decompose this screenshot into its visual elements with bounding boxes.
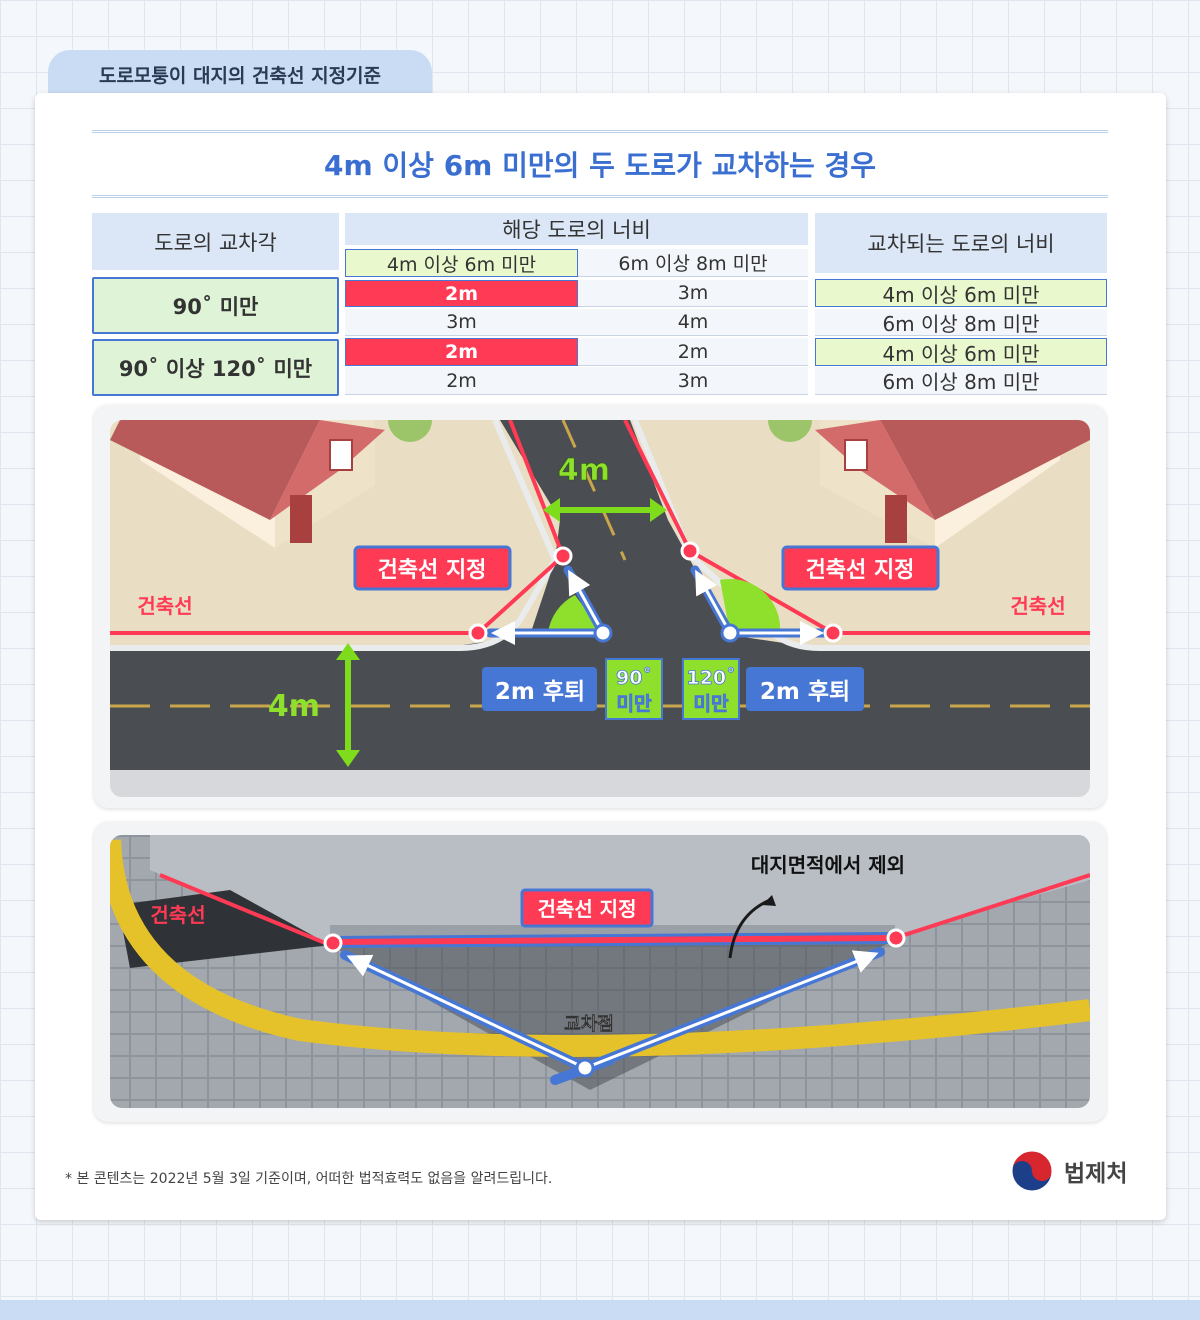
designation-label-right: 건축선 지정 [806, 558, 915, 583]
marker-dot [823, 623, 843, 643]
photo-building-line-label: 건축선 [150, 903, 205, 927]
table-cell: 2m [345, 280, 578, 307]
cross-road [430, 420, 830, 650]
tree-right [768, 420, 812, 442]
logo-name: 법제처 [1064, 1161, 1128, 1187]
building-line-left [110, 420, 566, 635]
width-arrow-left [336, 643, 360, 767]
marker-dot [680, 541, 700, 561]
table-cell: 6m 이상 8m 미만 [815, 309, 1107, 336]
title-box: 4m 이상 6m 미만의 두 도로가 교차하는 경우 [92, 130, 1108, 198]
width-header: 해당 도로의 너비 [345, 213, 808, 245]
row-label-90-to-120: 90˚ 이상 120˚ 미만 [92, 339, 339, 396]
taegeuk-icon [1011, 1150, 1053, 1192]
cross-width-header: 교차되는 도로의 너비 [815, 213, 1107, 273]
table-cell: 3m [578, 280, 808, 307]
intersection-label: 교차점 [564, 1014, 614, 1035]
bottom-band [0, 1300, 1200, 1320]
main-road [110, 650, 1090, 770]
pointer-arrow [728, 898, 771, 959]
tree-left [388, 420, 432, 442]
width-sub-6to8: 6m 이상 8m 미만 [578, 249, 808, 277]
angle-label-right-value: 120˚ [686, 666, 735, 689]
house-right [815, 420, 1090, 548]
width-arrow-top [543, 498, 667, 522]
drain-cover [118, 890, 330, 968]
marker-dot [468, 623, 488, 643]
angle-label-left-unit: 미만 [617, 693, 652, 715]
intersection-point [575, 1058, 595, 1078]
table-cell: 3m [578, 367, 808, 395]
table-cell: 4m 이상 6m 미만 [815, 279, 1107, 307]
yellow-curb-line [110, 839, 1090, 1057]
building-line-label-left: 건축선 [137, 594, 192, 618]
table-cell: 2m [345, 338, 578, 366]
excluded-area [330, 940, 895, 1090]
house-left [110, 420, 385, 548]
angle-arc-left [548, 595, 603, 633]
intersection-point-left [593, 623, 613, 643]
angle-header: 도로의 교차각 [92, 213, 339, 270]
table-cell: 3m [345, 309, 578, 336]
category-tab: 도로모퉁이 대지의 건축선 지정기준 [48, 50, 432, 98]
building-line-label-right: 건축선 [1010, 594, 1065, 618]
designation-label-left: 건축선 지정 [378, 558, 487, 583]
photo-designation-label: 건축선 지정 [538, 897, 637, 921]
marker-dot [886, 928, 906, 948]
table-cell: 4m 이상 6m 미만 [815, 338, 1107, 366]
row-label-under-90: 90˚ 미만 [92, 277, 339, 334]
table-cell: 4m [578, 309, 808, 336]
angle-label-right-unit: 미만 [694, 693, 729, 715]
setback-label-left: 2m 후퇴 [495, 679, 585, 705]
angle-arc-right [720, 578, 781, 633]
angle-label-left-value: 90˚ [616, 666, 652, 689]
road-width-left: 4m [268, 689, 320, 724]
table-cell: 6m 이상 8m 미만 [815, 367, 1107, 395]
road-width-top: 4m [558, 453, 610, 488]
marker-dot [553, 546, 573, 566]
table-cell: 2m [345, 367, 578, 395]
excluded-area-label: 대지면적에서 제외 [751, 853, 905, 877]
intersection-point-right [720, 623, 740, 643]
table-cell: 2m [578, 338, 808, 366]
page-title: 4m 이상 6m 미만의 두 도로가 교차하는 경우 [324, 149, 876, 182]
marker-dot [323, 933, 343, 953]
moleg-logo: 법제처 [1010, 1150, 1150, 1192]
setback-label-right: 2m 후퇴 [760, 679, 850, 705]
width-sub-4to6: 4m 이상 6m 미만 [345, 249, 578, 277]
footnote: * 본 콘텐츠는 2022년 5월 3일 기준이며, 어떠한 법적효력도 없음을… [65, 1171, 553, 1187]
